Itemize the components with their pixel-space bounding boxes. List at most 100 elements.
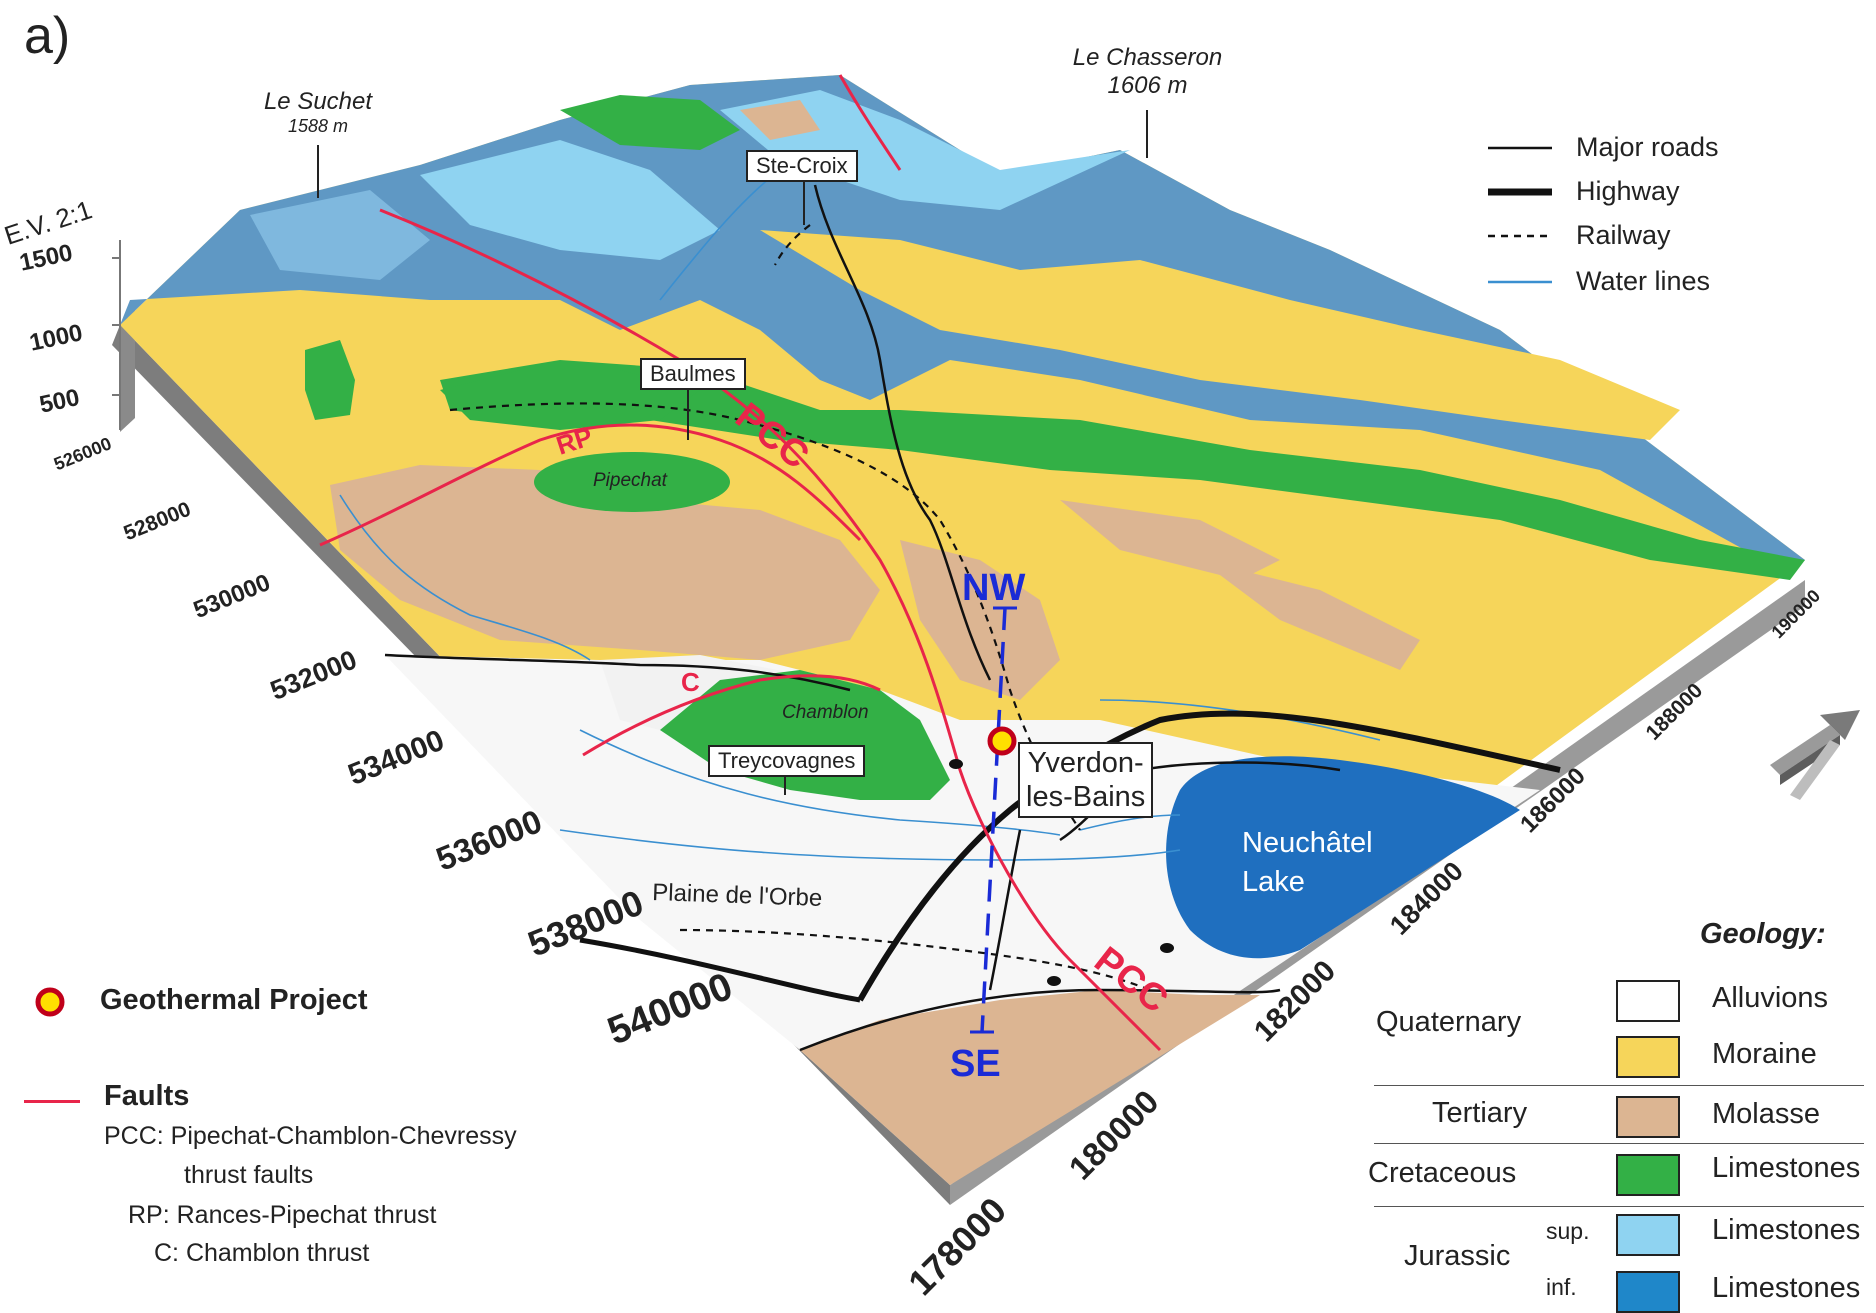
faults-title: Faults bbox=[104, 1080, 190, 1112]
borehole-dot bbox=[1047, 976, 1061, 986]
era-quaternary: Quaternary bbox=[1376, 1006, 1522, 1038]
molasse-strip-2 bbox=[1200, 560, 1420, 670]
faults-pcc-line1: PCC: Pipechat-Chamblon-Chevressy bbox=[104, 1122, 517, 1150]
faults-rp: RP: Rances-Pipechat thrust bbox=[128, 1201, 437, 1229]
borehole-dots bbox=[949, 759, 1174, 986]
legend-water-lines-label: Water lines bbox=[1576, 266, 1711, 296]
faults-c: C: Chamblon thrust bbox=[154, 1239, 370, 1267]
section-line-nw-se bbox=[980, 607, 1007, 1033]
faults-pcc-line2: thrust faults bbox=[184, 1161, 314, 1189]
railway bbox=[679, 928, 1151, 992]
highway bbox=[579, 937, 861, 1003]
label-pipechat: Pipechat bbox=[593, 470, 668, 491]
geothermal-legend-symbol bbox=[35, 987, 65, 1017]
legend-major-roads-label: Major roads bbox=[1576, 132, 1719, 162]
place-yverdon-line2: les-Bains bbox=[1026, 781, 1146, 813]
era-jurassic-sup: sup. bbox=[1546, 1218, 1590, 1244]
molasse-west bbox=[330, 465, 880, 660]
label-ev: E.V. 2:1 bbox=[1, 194, 96, 250]
peak-elevation: 1588 m bbox=[287, 116, 349, 136]
jurassic-sup-zone-2 bbox=[420, 140, 720, 260]
north-arrow-part bbox=[1770, 725, 1840, 775]
geology-legend: Geology: Quaternary Tertiary Cretaceous … bbox=[1360, 918, 1870, 1313]
label-se: SE bbox=[950, 1043, 1001, 1085]
place-yverdon-les-bains: Yverdon- les-Bains bbox=[1018, 742, 1154, 818]
molasse-strip-1 bbox=[1060, 500, 1280, 580]
fault-lines bbox=[319, 74, 1162, 1052]
swatch-moraine bbox=[1616, 1036, 1680, 1078]
railway bbox=[449, 402, 1081, 831]
fault-rp bbox=[319, 423, 862, 547]
peak-name: Le Suchet bbox=[263, 88, 373, 115]
label-lake-1: Neuchâtel bbox=[1242, 827, 1373, 859]
swatch-molasse bbox=[1616, 1096, 1680, 1138]
railway bbox=[774, 224, 811, 266]
major-road bbox=[988, 829, 1022, 991]
unit-jurassic-sup-limestones: Limestones bbox=[1712, 1214, 1861, 1246]
peak-name: Le Chasseron bbox=[1072, 44, 1223, 71]
line-legend-swatches bbox=[1488, 146, 1552, 284]
pipechat-hill bbox=[534, 452, 730, 512]
line-legend: Major roads Highway Railway Water lines bbox=[1480, 130, 1780, 310]
peak-le-suchet: Le Suchet 1588 m bbox=[248, 88, 388, 137]
major-road bbox=[813, 184, 992, 681]
geology-divider bbox=[1374, 1143, 1864, 1144]
label-nw: NW bbox=[962, 567, 1025, 609]
unit-molasse: Molasse bbox=[1712, 1098, 1820, 1130]
label-plaine: Plaine de l'Orbe bbox=[652, 879, 823, 912]
block-left-wall bbox=[120, 310, 135, 432]
moraine-band-north bbox=[760, 230, 1680, 440]
label-chamblon: Chamblon bbox=[782, 702, 869, 723]
label-c: C bbox=[681, 667, 700, 697]
water-line bbox=[559, 829, 1181, 861]
fault-pcc bbox=[379, 208, 1162, 1052]
panel-label: a) bbox=[24, 7, 71, 65]
peak-elevation: 1606 m bbox=[1107, 72, 1188, 99]
place-yverdon-line1: Yverdon- bbox=[1027, 747, 1144, 779]
swatch-alluvions bbox=[1616, 980, 1680, 1022]
north-arrow-icon bbox=[1770, 710, 1860, 800]
swatch-cretaceous-limestones bbox=[1616, 1154, 1680, 1196]
cretaceous-green-strip bbox=[560, 95, 740, 150]
neuchatel-lake bbox=[1166, 756, 1520, 959]
water-line bbox=[1079, 814, 1181, 831]
jurassic-sup-zone bbox=[720, 90, 1130, 210]
fault-north bbox=[838, 74, 902, 171]
swatch-jurassic-sup-limestones bbox=[1616, 1214, 1680, 1256]
major-road bbox=[799, 988, 1281, 1052]
molasse-central bbox=[900, 540, 1060, 700]
geology-title: Geology: bbox=[1700, 918, 1826, 950]
water-line bbox=[339, 494, 591, 661]
geology-divider bbox=[1374, 1085, 1864, 1086]
geothermal-project-marker[interactable] bbox=[987, 726, 1017, 756]
fault-c bbox=[582, 674, 881, 757]
unit-alluvions: Alluvions bbox=[1712, 982, 1829, 1014]
place-ste-croix: Ste-Croix bbox=[746, 150, 858, 182]
borehole-dot bbox=[1160, 943, 1174, 953]
north-arrow-part bbox=[1790, 740, 1840, 800]
borehole-dot bbox=[949, 759, 963, 769]
cretaceous-baulmes bbox=[440, 370, 700, 430]
molasse-top bbox=[740, 100, 820, 140]
cretaceous-band bbox=[440, 360, 1805, 580]
unit-moraine: Moraine bbox=[1712, 1038, 1817, 1070]
unit-cretaceous-limestones: Limestones bbox=[1712, 1152, 1861, 1184]
unit-jurassic-inf-limestones: Limestones bbox=[1712, 1272, 1861, 1304]
era-jurassic-inf: inf. bbox=[1546, 1274, 1577, 1300]
legend-highway-label: Highway bbox=[1576, 176, 1680, 206]
water-lines bbox=[339, 169, 1381, 861]
swatch-jurassic-inf-limestones bbox=[1616, 1271, 1680, 1313]
legend-railway-label: Railway bbox=[1576, 220, 1671, 250]
era-cretaceous: Cretaceous bbox=[1368, 1157, 1517, 1189]
peak-le-chasseron: Le Chasseron 1606 m bbox=[1055, 44, 1240, 100]
era-tertiary: Tertiary bbox=[1432, 1097, 1528, 1129]
molasse-south bbox=[800, 990, 1260, 1185]
place-treycovagnes: Treycovagnes bbox=[708, 745, 866, 777]
place-baulmes: Baulmes bbox=[640, 358, 746, 390]
label-lake-2: Lake bbox=[1242, 866, 1305, 898]
cretaceous-west bbox=[305, 340, 355, 420]
era-jurassic: Jurassic bbox=[1404, 1240, 1511, 1272]
geothermal-legend-icon bbox=[35, 987, 65, 1017]
